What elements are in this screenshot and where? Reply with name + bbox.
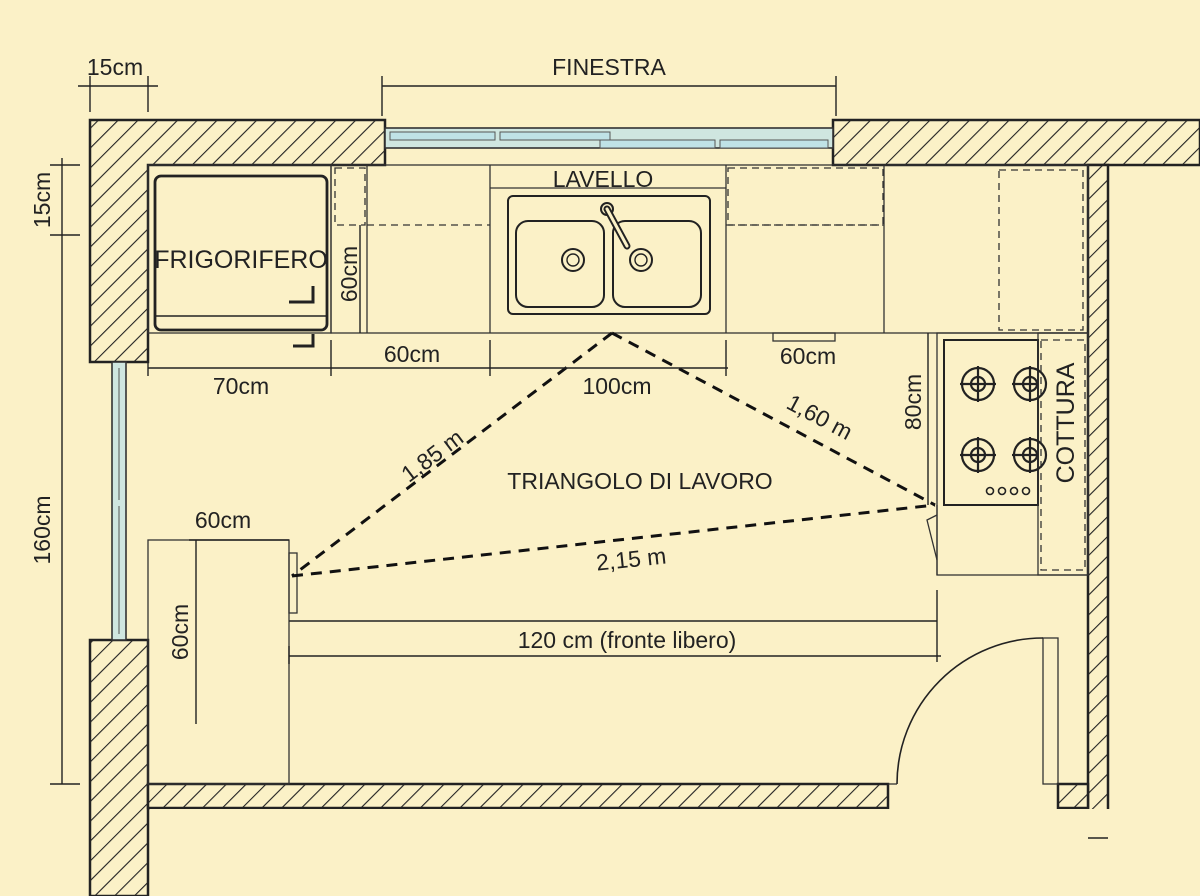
- dim-free-front: 120 cm (fronte libero): [518, 627, 737, 653]
- dim-fridge-width: 70cm: [213, 373, 269, 399]
- fridge-label: FRIGORIFERO: [154, 246, 328, 274]
- dim-counter-depth: 60cm: [336, 246, 362, 302]
- dim-counter-segment: 60cm: [384, 341, 440, 367]
- window-top: [384, 127, 834, 149]
- burner-icon: [960, 366, 1048, 473]
- wall-top-right: [831, 118, 1200, 167]
- dimension-lines: [50, 76, 941, 785]
- wall-right-column: [1086, 163, 1110, 840]
- table: [147, 539, 298, 785]
- triangle-label: TRIANGOLO DI LAVORO: [507, 468, 772, 494]
- dimension-labels: FINESTRA 15cm 15cm 160cm 70cm 60cm 60cm …: [29, 54, 926, 660]
- dim-wall-top: 15cm: [87, 54, 143, 80]
- window-label: FINESTRA: [552, 54, 666, 80]
- sink: [507, 195, 711, 315]
- dim-table-width: 60cm: [195, 507, 251, 533]
- dim-wall-left: 15cm: [29, 172, 55, 228]
- dim-table-depth: 60cm: [167, 604, 193, 660]
- dim-left-length: 160cm: [29, 495, 55, 564]
- window-left: [111, 361, 127, 641]
- dim-sink-unit: 100cm: [582, 373, 651, 399]
- walls: [88, 118, 1200, 896]
- dim-counter-right: 60cm: [780, 343, 836, 369]
- wall-bottom-right: [1056, 782, 1090, 810]
- wall-bottom: [146, 782, 890, 810]
- sink-label: LAVELLO: [553, 166, 654, 192]
- triangle-side-fridge-sink: 1,85 m: [396, 424, 468, 487]
- wall-left-lower: [88, 638, 150, 896]
- dim-stove-width: 80cm: [900, 374, 926, 430]
- cooking-label: COTTURA: [1052, 362, 1080, 483]
- counter-top-row: LAVELLO: [330, 164, 1089, 342]
- triangle-side-sink-stove: 1,60 m: [783, 389, 857, 445]
- fridge: FRIGORIFERO: [147, 164, 332, 348]
- stove: COTTURA: [926, 332, 1089, 576]
- work-triangle: TRIANGOLO DI LAVORO 1,85 m 1,60 m 2,15 m: [291, 331, 936, 578]
- door: [888, 637, 1059, 785]
- wall-top-left: [88, 118, 387, 364]
- triangle-side-table-stove: 2,15 m: [595, 542, 668, 575]
